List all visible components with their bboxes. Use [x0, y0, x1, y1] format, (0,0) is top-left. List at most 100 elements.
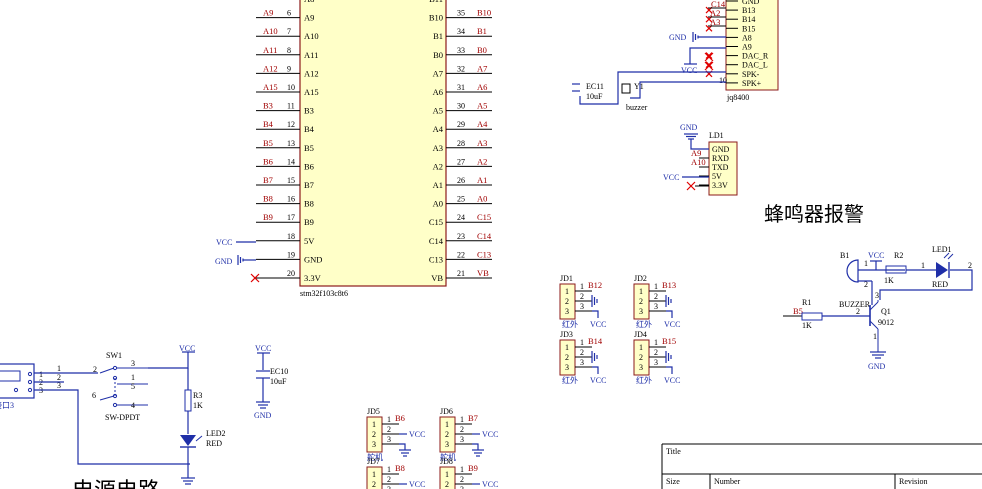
- svg-text:2: 2: [445, 480, 449, 489]
- svg-text:1: 1: [654, 338, 658, 347]
- connector-caption: 红外: [636, 375, 652, 385]
- jq-vcc-wire: [689, 47, 726, 64]
- r2-label: R2: [894, 251, 903, 260]
- mcu-net-label: A10: [263, 26, 278, 36]
- jq-nc-marks: [704, 52, 714, 71]
- jq-gnd-label: GND: [669, 33, 687, 42]
- svg-text:1: 1: [131, 373, 135, 382]
- jq-net-a3: A3: [710, 17, 720, 27]
- mcu-pin-num: 34: [457, 27, 465, 36]
- svg-text:1: 1: [372, 420, 376, 429]
- jq8400-pin-label: B15: [742, 24, 755, 33]
- r3-label: R3: [193, 391, 202, 400]
- mcu-pin-label: A1: [433, 180, 443, 190]
- ec10-gnd-label: GND: [254, 411, 272, 420]
- mcu-net-label: B5: [263, 138, 273, 148]
- mcu-pin-num: 16: [287, 195, 295, 204]
- mcu-pin-label: A3: [433, 143, 443, 153]
- svg-text:1: 1: [445, 420, 449, 429]
- jq8400-pin-label: A9: [742, 43, 752, 52]
- svg-text:3: 3: [654, 302, 658, 311]
- mcu-pin-label: A12: [304, 68, 319, 78]
- jq8400-pin-label: GND: [742, 0, 760, 6]
- mcu-gnd-icon: [237, 255, 256, 265]
- svg-text:1: 1: [57, 364, 61, 373]
- jq8400-name: jq8400: [726, 93, 749, 102]
- ec10-value: 10uF: [270, 377, 287, 386]
- r1-resistor: [801, 312, 823, 321]
- connector-net: B7: [468, 413, 478, 423]
- mcu-net-label: A2: [477, 156, 487, 166]
- connector-vcc: VCC: [590, 376, 606, 385]
- mcu-net-label: B9: [263, 212, 273, 222]
- mcu-nc-icon: [250, 273, 260, 283]
- mcu-right-pins: B1135B10B1034B1B133B0B032A7A731A6A630A5A…: [429, 0, 492, 283]
- mcu-net-label: A6: [477, 82, 487, 92]
- q1-gnd-icon: [870, 351, 886, 359]
- svg-text:2: 2: [387, 475, 391, 484]
- mcu-chip: stm32f103c8t6 A8A86A9A97A10A108A11A119A1…: [215, 0, 492, 298]
- mcu-net-label: A12: [263, 63, 278, 73]
- ec11-value: 10uF: [586, 92, 603, 101]
- svg-text:3: 3: [387, 435, 391, 444]
- connector-net: B14: [588, 336, 603, 346]
- svg-text:1: 1: [387, 465, 391, 474]
- jq8400-body: [725, 0, 779, 91]
- svg-text:4: 4: [131, 401, 135, 410]
- mcu-net-label: C15: [477, 212, 491, 222]
- mcu-pin-num: 6: [287, 9, 291, 18]
- jq-gnd-icon: [692, 32, 726, 42]
- connector-net: B15: [662, 336, 676, 346]
- q1-gnd-label: GND: [868, 362, 886, 371]
- led1-pin1: 1: [921, 261, 925, 270]
- jq8400-pin-label: B14: [742, 15, 755, 24]
- ld1-pin-label: GND: [712, 145, 730, 154]
- jq8400-pin-label: SPK-: [742, 70, 760, 79]
- buzzer-label: BUZZER: [839, 300, 871, 309]
- mcu-pin-num: 12: [287, 120, 295, 129]
- b1-label: B1: [840, 251, 849, 260]
- led1-color: RED: [932, 280, 948, 289]
- ec11-name: EC11: [586, 82, 604, 91]
- mcu-pin-num: 35: [457, 9, 465, 18]
- jq-net-c14: C14: [711, 0, 726, 9]
- mcu-net-label: B7: [263, 175, 273, 185]
- mcu-pin-label: A9: [304, 13, 314, 23]
- mcu-pin-label: A2: [433, 161, 443, 171]
- power-vcc-label: VCC: [179, 344, 195, 353]
- buzzer-section-title: 蜂鸣器报警: [764, 202, 864, 226]
- jq8400-pin-label: B13: [742, 6, 755, 15]
- svg-text:1: 1: [565, 287, 569, 296]
- mcu-pin-num: 30: [457, 102, 465, 111]
- connector-net: B6: [395, 413, 405, 423]
- spk-wire-b: [630, 81, 726, 99]
- mcu-gnd-label: GND: [215, 257, 233, 266]
- svg-text:3: 3: [445, 440, 449, 449]
- mcu-net-label: A4: [477, 119, 488, 129]
- tb-size: Size: [666, 477, 680, 486]
- spk-wire-a: [579, 71, 726, 105]
- mcu-left-pins: A8A86A9A97A10A108A11A119A12A1210A15A1511…: [256, 0, 322, 283]
- ld1-gnd-icon: [684, 133, 709, 150]
- mcu-pin-num: 29: [457, 120, 465, 129]
- mcu-net-label: B8: [263, 194, 273, 204]
- r3-resistor: [184, 389, 192, 412]
- mcu-pin-label: B11: [429, 0, 443, 4]
- svg-text:6: 6: [92, 391, 96, 400]
- connector-vcc: VCC: [590, 320, 606, 329]
- mcu-net-label: B10: [477, 8, 491, 18]
- mcu-pin-label: B0: [433, 50, 443, 60]
- buzzer-symbol: [846, 259, 859, 283]
- svg-text:2: 2: [580, 348, 584, 357]
- mcu-pin-num: 25: [457, 195, 465, 204]
- mcu-pin-num: 14: [287, 157, 295, 166]
- mcu-pin-num: 27: [457, 157, 465, 166]
- svg-text:2: 2: [639, 353, 643, 362]
- svg-text:2: 2: [387, 425, 391, 434]
- power-jack: [0, 363, 35, 399]
- mcu-pin-label: B6: [304, 161, 314, 171]
